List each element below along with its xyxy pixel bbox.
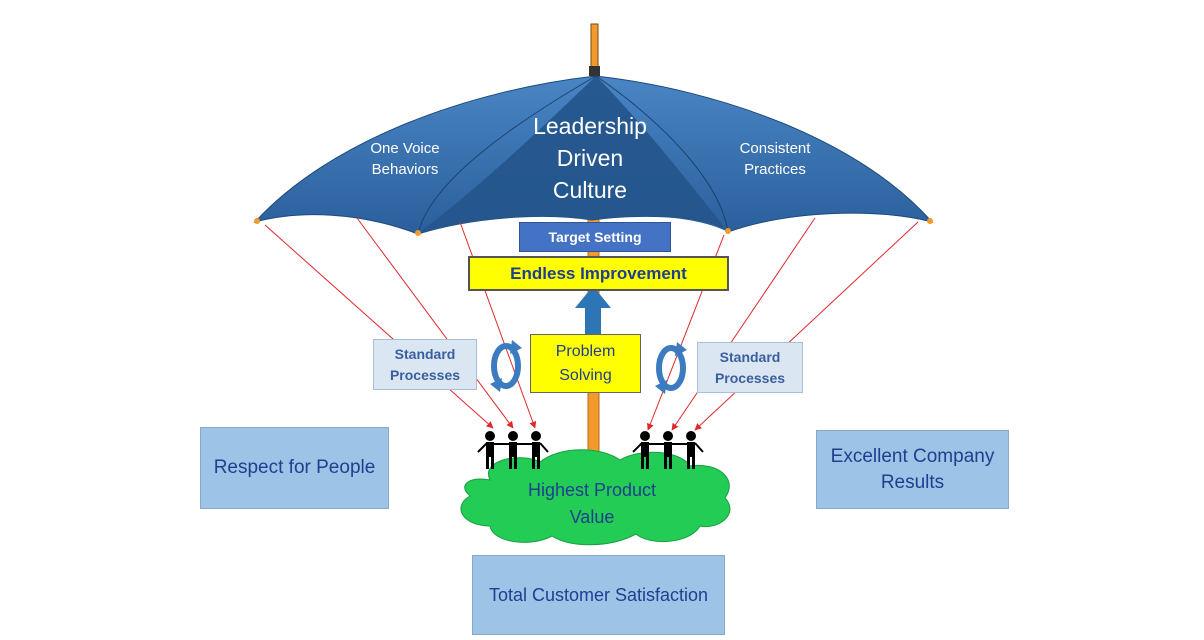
endless-improvement-box: Endless Improvement: [468, 256, 729, 291]
respect-for-people-label: Respect for People: [213, 457, 376, 478]
excellent-results-label: Excellent Company Results: [830, 445, 995, 493]
cloud-icon: [460, 449, 731, 546]
leadership-culture-title: Leadership Driven Culture: [533, 113, 647, 203]
cycle-arrow-icon: [490, 340, 522, 392]
standard-processes-left-box: Standard Processes: [373, 339, 477, 390]
total-satisfaction-box: Total Customer Satisfaction: [472, 555, 725, 635]
standard-processes-left-label: Standard Processes: [389, 345, 461, 383]
standard-processes-right-box: Standard Processes: [697, 342, 803, 393]
endless-improvement-label: Endless Improvement: [510, 263, 687, 283]
target-setting-label: Target Setting: [548, 229, 642, 245]
problem-solving-box: Problem Solving: [530, 334, 641, 393]
cycle-arrow-icon: [655, 342, 687, 394]
problem-solving-label: Problem Solving: [555, 342, 616, 384]
one-voice-behaviors-label: One Voice Behaviors: [370, 140, 440, 178]
respect-for-people-box: Respect for People: [200, 427, 389, 509]
people-group-icon: [632, 431, 704, 469]
target-setting-box: Target Setting: [519, 222, 671, 252]
up-arrow-icon: [575, 286, 611, 336]
umbrella-center-panel: [418, 76, 728, 234]
total-satisfaction-label: Total Customer Satisfaction: [488, 585, 709, 605]
standard-processes-right-label: Standard Processes: [714, 348, 786, 386]
excellent-results-box: Excellent Company Results: [816, 430, 1009, 509]
highest-value-label: Highest Product Value: [527, 480, 657, 527]
consistent-practices-label: Consistent Practices: [739, 140, 811, 178]
people-group-icon: [477, 431, 549, 469]
